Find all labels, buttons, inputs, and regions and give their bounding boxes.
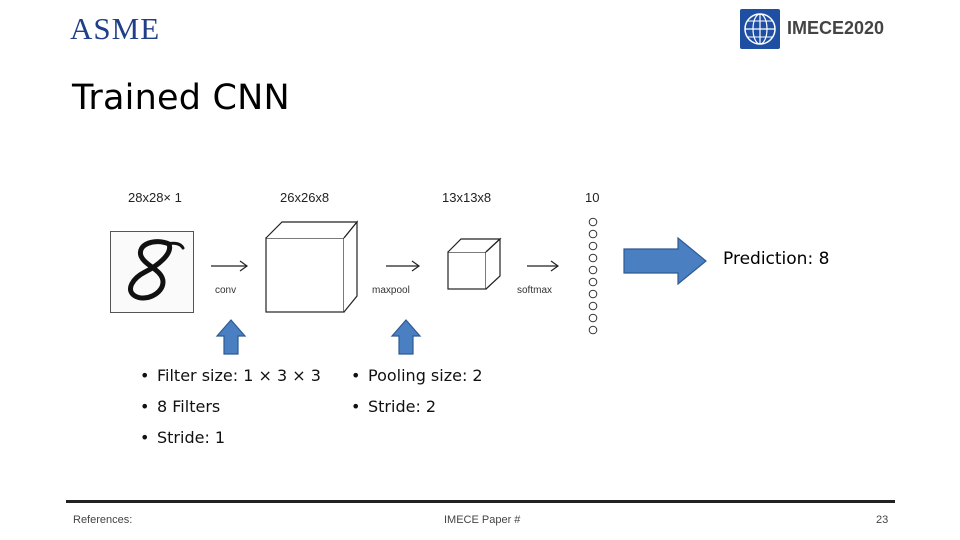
conv-param-text: Filter size: 1 × 3 × 3 [157,366,321,385]
conv-param-text: 8 Filters [157,397,221,416]
prediction-label: Prediction: 8 [723,249,830,269]
conv-op-label: conv [215,285,237,296]
softmax-arrow-icon [527,260,560,272]
conv-params-arrow-icon [215,319,247,355]
pool-dims-label: 13x13x8 [442,190,492,205]
handwritten-eight-icon [128,239,185,301]
imece2020-logo: IMECE2020 [740,9,890,49]
footer-paper-number: IMECE Paper # [444,514,521,526]
globe-icon [740,9,780,49]
prediction-arrow-icon [623,236,707,286]
conv-param-text: Stride: 1 [157,428,226,447]
list-item: •Stride: 2 [351,397,437,416]
footer-references: References: [73,514,133,526]
list-item: •Pooling size: 2 [351,366,483,385]
footer-divider [66,500,895,503]
maxpool-op-label: maxpool [372,285,410,296]
list-item: •8 Filters [140,397,221,416]
conv-volume-cube [265,220,359,313]
pool-param-text: Stride: 2 [368,397,437,416]
asme-logo-text: ASME [70,11,161,46]
list-item: •Filter size: 1 × 3 × 3 [140,366,321,385]
conv-arrow-icon [211,260,249,272]
input-dims-label: 28x28× 1 [128,190,182,205]
pool-params-arrow-icon [390,319,422,355]
page-number: 23 [876,514,889,526]
input-digit-image [110,231,194,313]
conv-dims-label: 26x26x8 [280,190,330,205]
output-dims-label: 10 [585,190,600,205]
pool-volume-cube [447,237,502,290]
pool-param-text: Pooling size: 2 [368,366,483,385]
conv-params-list: •Filter size: 1 × 3 × 3 •8 Filters •Stri… [140,360,321,453]
softmax-op-label: softmax [517,285,553,296]
asme-logo: ASME [66,12,162,46]
output-neurons [588,217,598,335]
maxpool-arrow-icon [386,260,421,272]
pool-params-list: •Pooling size: 2 •Stride: 2 [351,360,483,422]
imece-logo-text: IMECE2020 [787,18,885,38]
slide-title: Trained CNN [72,78,290,118]
list-item: •Stride: 1 [140,428,226,447]
